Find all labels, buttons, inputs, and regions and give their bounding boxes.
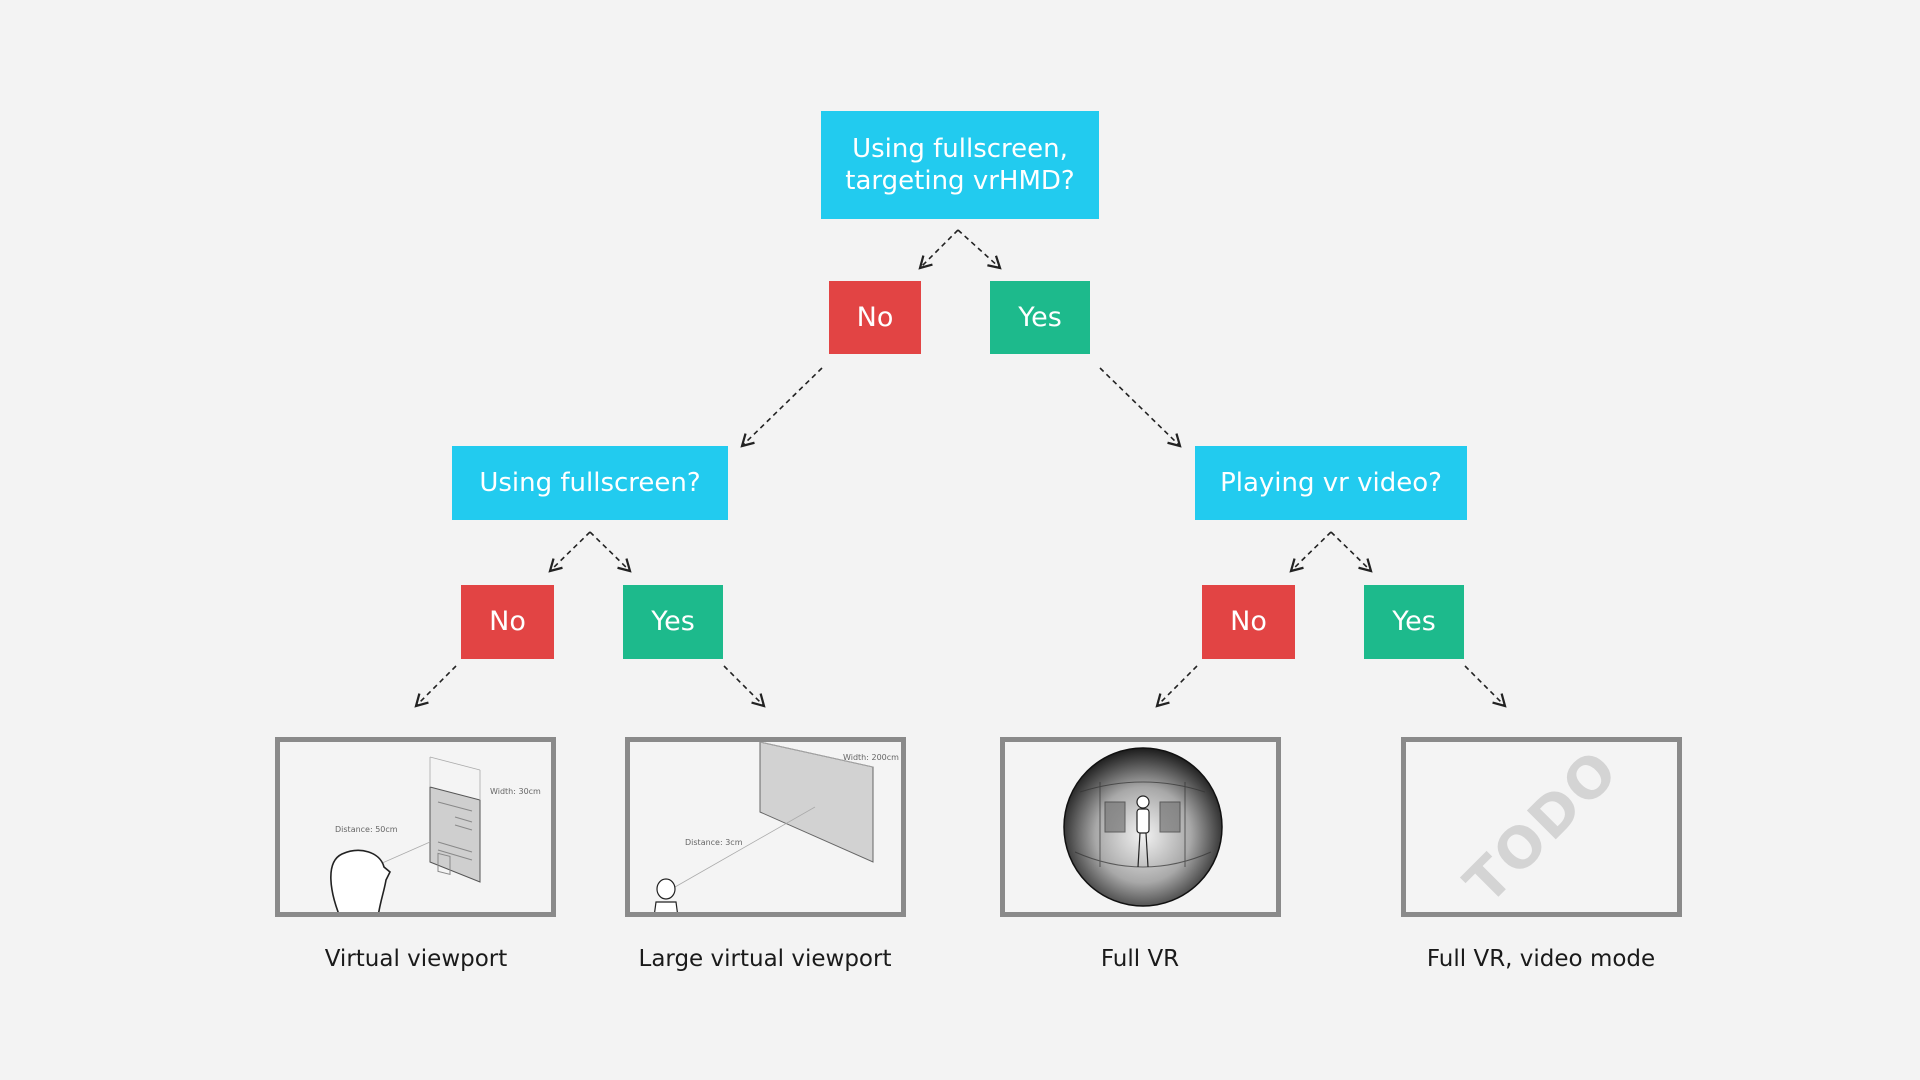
distance-label: Distance: 50cm: [335, 825, 398, 834]
virtual-viewport-caption: Virtual viewport: [324, 946, 508, 972]
root-question-line2: targeting vrHMD?: [845, 166, 1075, 196]
width-label: Width: 30cm: [490, 787, 541, 796]
full-vr-illustration: [1063, 747, 1223, 907]
left-no-box: No: [461, 585, 554, 659]
person-figure-icon: [1136, 795, 1150, 868]
full-vr-video-caption: Full VR, video mode: [1426, 946, 1656, 972]
todo-watermark: TODO: [1452, 737, 1631, 917]
virtual-viewport-panel: Width: 30cm Distance: 50cm: [275, 737, 556, 917]
full-vr-caption: Full VR: [1100, 946, 1180, 972]
large-virtual-viewport-panel: Width: 200cm Distance: 3cm: [625, 737, 906, 917]
left-yes-label: Yes: [651, 606, 695, 638]
large-distance-label: Distance: 3cm: [685, 838, 743, 847]
right-yes-box: Yes: [1364, 585, 1464, 659]
root-question-box: Using fullscreen, targeting vrHMD?: [821, 111, 1099, 219]
left-yes-box: Yes: [623, 585, 723, 659]
level1-no-label: No: [856, 301, 894, 333]
large-virtual-viewport-caption: Large virtual viewport: [638, 946, 892, 972]
virtual-viewport-illustration: Width: 30cm Distance: 50cm: [330, 756, 541, 912]
person-figure-icon: [654, 878, 678, 912]
right-no-label: No: [1230, 606, 1267, 638]
level1-no-box: No: [829, 281, 921, 354]
right-question-box: Playing vr video?: [1195, 446, 1467, 520]
left-no-label: No: [489, 606, 526, 638]
root-question-line1: Using fullscreen,: [852, 133, 1068, 164]
head-icon: [330, 849, 391, 912]
full-vr-panel: [1000, 737, 1281, 917]
level1-yes-label: Yes: [1018, 301, 1062, 333]
large-virtual-viewport-illustration: Width: 200cm Distance: 3cm: [654, 742, 899, 912]
left-question-label: Using fullscreen?: [479, 467, 701, 498]
left-question-box: Using fullscreen?: [452, 446, 728, 520]
right-yes-label: Yes: [1392, 606, 1436, 638]
level1-yes-box: Yes: [990, 281, 1090, 354]
right-question-label: Playing vr video?: [1220, 467, 1442, 498]
right-no-box: No: [1202, 585, 1295, 659]
full-vr-video-panel: TODO: [1401, 737, 1682, 917]
large-width-label: Width: 200cm: [843, 753, 899, 762]
